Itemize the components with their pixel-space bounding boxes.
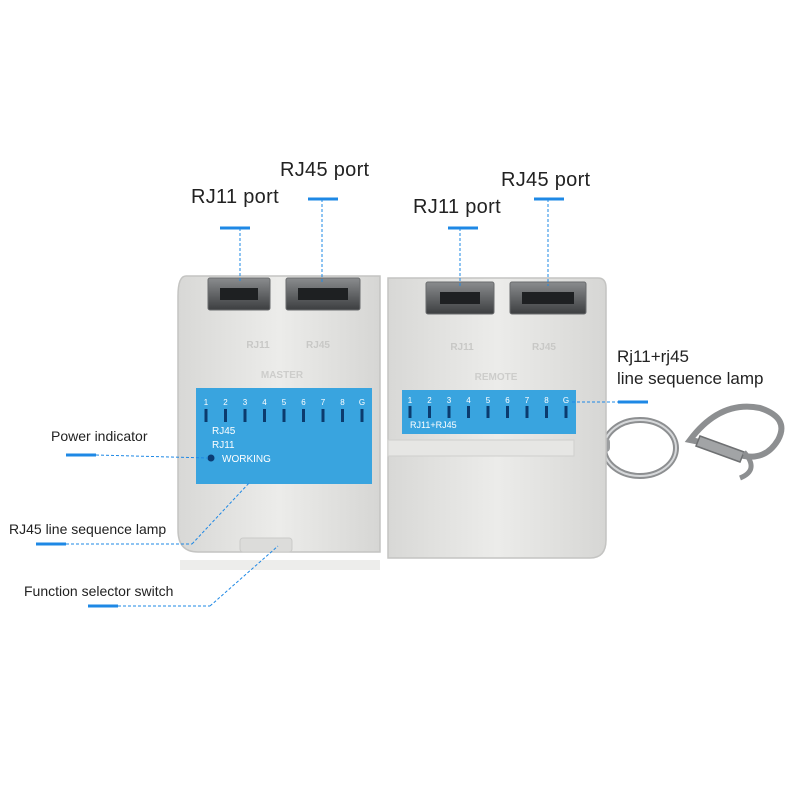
- remote-caption: RJ11+RJ45: [410, 420, 457, 430]
- master-pin-label: G: [359, 398, 365, 407]
- remote-pin-label: 2: [427, 396, 432, 405]
- rj11-port-remote-icon: [425, 281, 495, 315]
- rj11-port-master-callout: RJ11 port: [191, 186, 279, 208]
- remote-lamp-callout-line2: line sequence lamp: [617, 369, 764, 388]
- rj45-port-remote-icon: [509, 281, 587, 315]
- remote-pin-label: G: [563, 396, 569, 405]
- master-pin-label: 7: [321, 398, 326, 407]
- svg-text:RJ45: RJ45: [532, 342, 556, 353]
- svg-text:RJ11: RJ11: [246, 340, 270, 351]
- remote-led-icon: [545, 406, 548, 418]
- rj11-port-master-icon: [207, 277, 271, 311]
- remote-pin-label: 8: [544, 396, 549, 405]
- remote-pin-label: 1: [408, 396, 413, 405]
- mode-rj11-label: RJ11: [212, 440, 235, 451]
- master-panel-background: [196, 388, 372, 484]
- remote-indicator-panel: 1 2 3 4 5 6 7 8 G RJ11+RJ45: [402, 390, 576, 434]
- power-led-icon: [207, 454, 215, 462]
- rj45-port-master-icon: [285, 277, 361, 311]
- master-indicator-panel: 1 2 3 4 5 6 7 8 G RJ45 RJ11 WORKING: [196, 388, 372, 484]
- master-led-icon: [224, 409, 227, 422]
- master-led-icon: [341, 409, 344, 422]
- master-pin-label: 5: [282, 398, 287, 407]
- remote-lamp-callout-line1: Rj11+rj45: [617, 347, 689, 366]
- rj11-port-remote-callout: RJ11 port: [413, 196, 501, 218]
- master-led-icon: [263, 409, 266, 422]
- remote-pin-label: 6: [505, 396, 510, 405]
- keyring-icon: [586, 403, 785, 481]
- leader-power: [95, 454, 209, 459]
- master-led-icon: [243, 409, 247, 422]
- remote-led-icon: [447, 406, 451, 418]
- mode-rj45-label: RJ45: [212, 426, 236, 437]
- master-led-icon: [204, 409, 208, 422]
- master-led-icon: [360, 409, 364, 422]
- remote-pin-label: 4: [466, 396, 471, 405]
- master-pin-label: 2: [223, 398, 228, 407]
- master-pin-label: 3: [243, 398, 248, 407]
- rj45-port-remote-callout: RJ45 port: [501, 169, 591, 191]
- master-led-icon: [302, 409, 305, 422]
- remote-led-icon: [486, 406, 490, 418]
- master-led-icon: [282, 409, 286, 422]
- working-label: WORKING: [222, 454, 271, 465]
- leader-lines: [36, 197, 648, 608]
- svg-text:RJ45: RJ45: [306, 340, 330, 351]
- remote-led-icon: [467, 406, 470, 418]
- remote-led-icon: [428, 406, 431, 418]
- master-pin-label: 8: [340, 398, 345, 407]
- remote-pin-label: 5: [486, 396, 491, 405]
- master-pin-label: 6: [301, 398, 306, 407]
- master-pin-label: 4: [262, 398, 267, 407]
- svg-text:REMOTE: REMOTE: [475, 372, 518, 383]
- rj45-lamp-callout: RJ45 line sequence lamp: [9, 521, 167, 537]
- svg-text:RJ11: RJ11: [450, 342, 474, 353]
- remote-led-icon: [525, 406, 529, 418]
- master-pin-label: 1: [204, 398, 209, 407]
- leader-switch-diag: [209, 545, 279, 607]
- remote-led-icon: [564, 406, 568, 418]
- function-switch-callout: Function selector switch: [24, 583, 174, 599]
- remote-pin-label: 3: [447, 396, 452, 405]
- remote-led-icon: [408, 406, 412, 418]
- rj45-port-master-callout: RJ45 port: [280, 159, 370, 181]
- leader-rj45-lamp-diag: [191, 481, 251, 545]
- power-indicator-callout: Power indicator: [51, 428, 148, 444]
- master-led-icon: [321, 409, 325, 422]
- svg-text:MASTER: MASTER: [261, 370, 304, 381]
- remote-pin-label: 7: [525, 396, 530, 405]
- remote-led-icon: [506, 406, 509, 418]
